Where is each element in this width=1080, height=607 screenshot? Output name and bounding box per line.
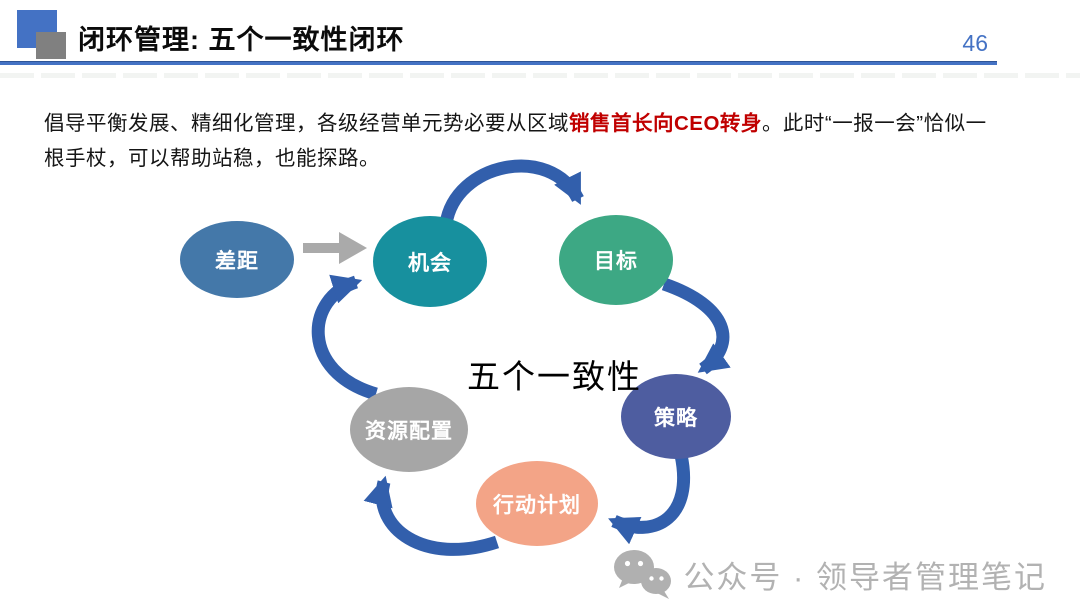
- node-opportunity: 机会: [373, 216, 487, 307]
- node-strategy: 策略: [621, 374, 731, 459]
- arrow-opportunity-to-goal: [439, 159, 584, 226]
- node-opportunity-label: 机会: [408, 251, 452, 275]
- wechat-icon: [614, 550, 672, 599]
- body-paragraph: 倡导平衡发展、精细化管理，各级经营单元势必要从区域销售首长向CEO转身。此时“一…: [44, 106, 994, 176]
- paragraph-part2: 。此时“一报一会”恰似一根手杖，可以帮助站稳，也能探路。: [44, 111, 987, 170]
- arrow-gap-to-opportunity: [303, 232, 367, 264]
- arrow-resources-to-opportunity: [311, 274, 378, 401]
- watermark: 公众号 · 领导者管理笔记: [611, 548, 1047, 600]
- header-dashed-divider: [0, 73, 1080, 78]
- arrow-strategy-to-action-plan: [608, 453, 691, 545]
- node-goal-label: 目标: [594, 250, 638, 273]
- header-divider: [0, 61, 997, 65]
- node-gap: 差距: [180, 221, 294, 298]
- node-resources-label: 资源配置: [365, 419, 453, 443]
- arrow-goal-to-strategy: [661, 277, 731, 375]
- page-number: 46: [962, 30, 988, 56]
- watermark-text: 公众号 · 领导者管理笔记: [683, 559, 1047, 595]
- node-gap-label: 差距: [215, 249, 259, 273]
- node-resources: 资源配置: [350, 387, 468, 472]
- paragraph-highlight: 销售首长向CEO转身: [569, 111, 762, 135]
- node-goal: 目标: [559, 215, 673, 305]
- node-action-plan-label: 行动计划: [493, 493, 581, 517]
- diagram-center-label: 五个一致性: [467, 358, 642, 395]
- deco-square-gray-icon: [36, 32, 66, 59]
- node-action-plan: 行动计划: [476, 461, 598, 546]
- node-strategy-label: 策略: [654, 406, 698, 430]
- page-title: 闭环管理: 五个一致性闭环: [78, 25, 405, 55]
- paragraph-part1: 倡导平衡发展、精细化管理，各级经营单元势必要从区域: [44, 111, 569, 135]
- arrow-action-plan-to-resources: [363, 475, 500, 556]
